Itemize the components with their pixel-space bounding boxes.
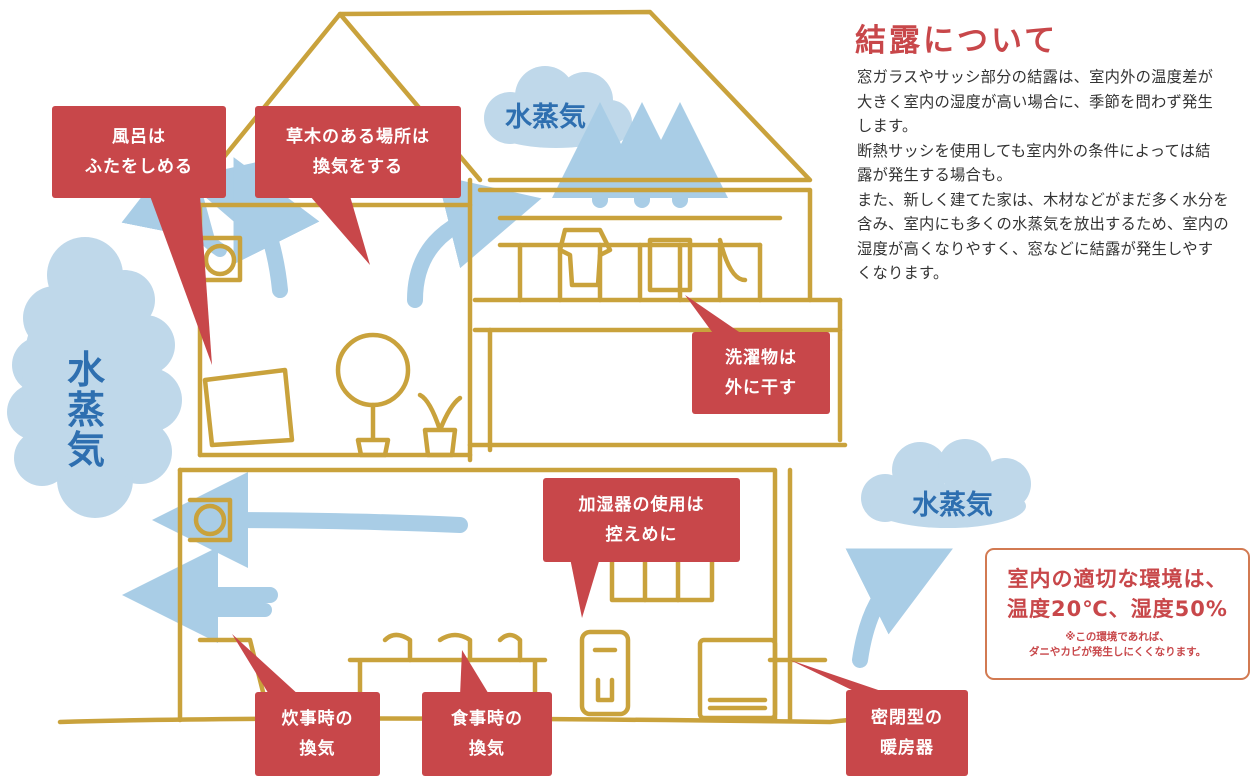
ideal-environment-box: 室内の適切な環境は、 温度20℃、湿度50% ※この環境であれば、 ダニやカビが… [985,548,1250,680]
bubble-bath-line2: ふたをしめる [85,157,193,177]
bubble-tails [150,196,890,696]
bubble-humidifier-moderate: 加湿器の使用は 控えめに [543,478,740,562]
cloud-left [7,237,182,518]
bubble-laundry-line1: 洗濯物は [725,348,797,368]
bubble-bath-line1: 風呂は [112,127,166,147]
cloud-right [861,439,1031,528]
bubble-heater-line1: 密閉型の [871,708,943,728]
condensation-article: 結露について 窓ガラスやサッシ部分の結露は、室内外の温度差が 大きく室内の湿度が… [825,22,1258,302]
airflow-arrows [121,102,953,668]
bubble-laundry-line2: 外に干す [725,378,797,398]
bubble-meal-ventilate: 食事時の 換気 [422,692,552,776]
bubble-plants-line2: 換気をする [313,157,403,177]
env-note-line2: ダニやカビが発生しにくくなります。 [1028,646,1207,658]
bubble-plants-ventilate: 草木のある場所は 換気をする [255,106,461,198]
bubble-humidifier-line2: 控えめに [605,525,678,545]
vapor-label-left: 水蒸気 [66,348,105,472]
bubble-meal-line1: 食事時の [451,709,523,729]
bubble-laundry-outside: 洗濯物は 外に干す [692,332,830,414]
article-body: 窓ガラスやサッシ部分の結露は、室内外の温度差が 大きく室内の湿度が高い場合に、季… [857,68,1229,282]
bubble-bath-cover: 風呂は ふたをしめる [52,106,226,198]
env-note-line1: ※この環境であれば、 [1065,631,1170,643]
env-heading: 室内の適切な環境は、 [1007,567,1228,591]
env-values: 温度20℃、湿度50% [1007,597,1228,621]
vapor-label-top: 水蒸気 [505,102,586,133]
bubble-sealed-heater: 密閉型の 暖房器 [846,690,968,776]
bubble-meal-line2: 換気 [469,739,505,759]
bubble-cooking-line2: 換気 [299,739,336,759]
bubble-cooking-ventilate: 炊事時の 換気 [255,692,380,776]
bubble-heater-line2: 暖房器 [880,738,934,758]
article-title: 結露について [855,23,1059,59]
bubble-humidifier-line1: 加湿器の使用は [578,495,705,515]
bubble-cooking-line1: 炊事時の [281,709,354,729]
bubble-plants-line1: 草木のある場所は [286,127,430,147]
vapor-label-right: 水蒸気 [912,490,993,521]
